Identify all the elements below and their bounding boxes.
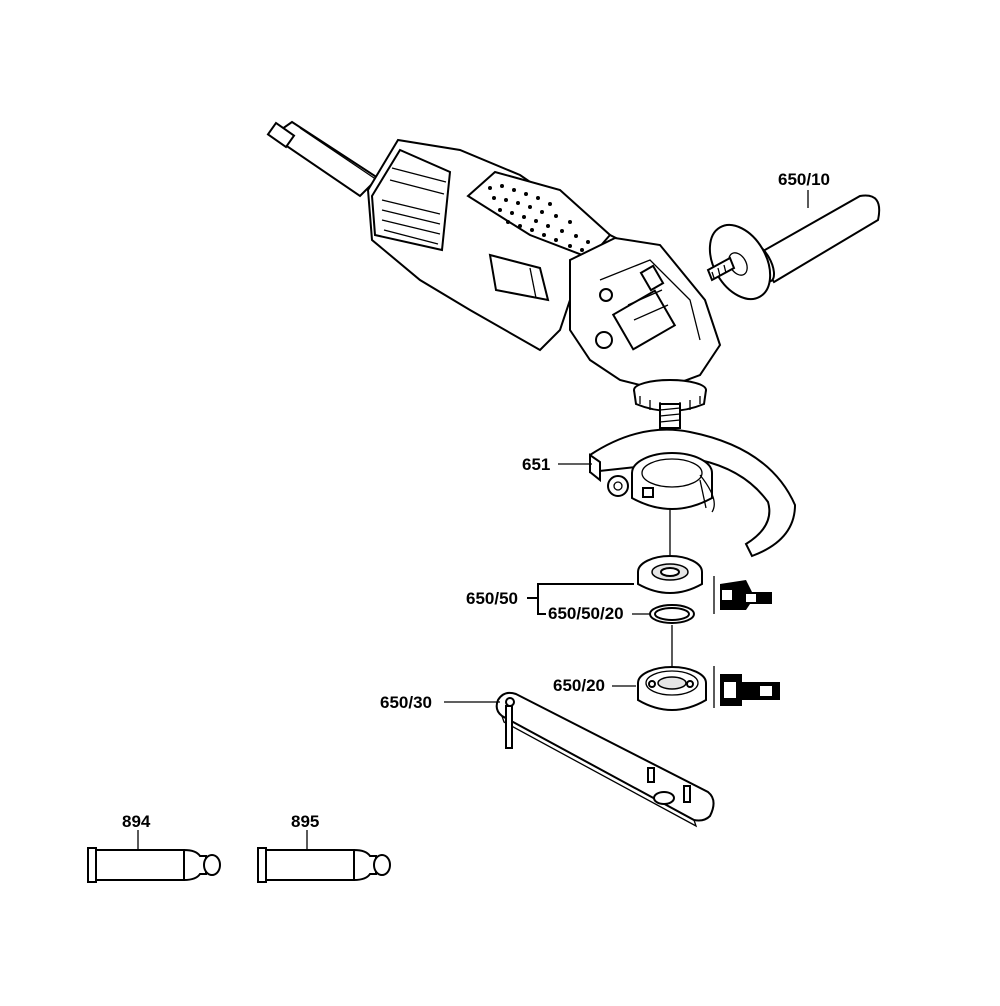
angle-grinder-body [266,120,722,429]
flange-section-icon [713,576,772,614]
side-handle [706,194,881,300]
label-guard: 651 [522,455,550,474]
clamping-nut [637,666,707,711]
label-side-handle: 650/10 [778,170,830,189]
grease-tube-895 [257,847,391,883]
label-flange-o-ring: 650/50/20 [548,604,624,623]
mounting-flange [637,555,703,594]
two-pin-spanner [495,691,715,828]
label-grease-tube-895: 895 [291,812,319,831]
nut-section-icon [713,666,780,708]
flange-o-ring [649,604,695,624]
grip-dots [488,184,590,252]
label-clamping-nut: 650/20 [553,676,605,695]
bracket-flange-set [527,583,634,615]
label-spanner: 650/30 [380,693,432,712]
label-flange-set: 650/50 [466,589,518,608]
wheel-guard [589,428,797,558]
label-grease-tube-894: 894 [122,812,151,831]
grease-tube-894 [87,847,221,883]
